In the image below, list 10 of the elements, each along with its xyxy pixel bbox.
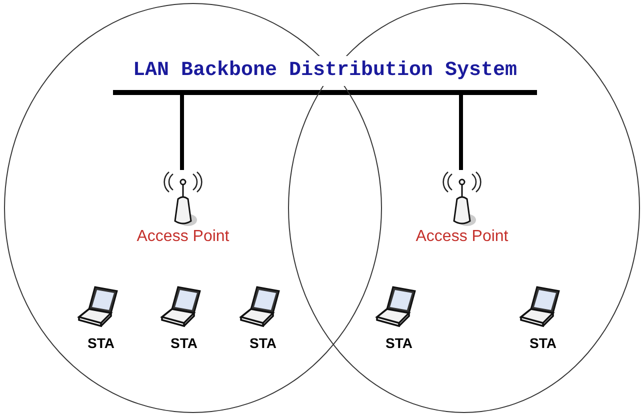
station-label: STA <box>530 335 556 352</box>
network-cable <box>459 95 463 170</box>
device-label: Access Point <box>136 227 230 247</box>
station-label: STA <box>170 335 198 352</box>
network-cable <box>180 95 184 170</box>
station-label: STA <box>250 335 276 352</box>
backbone-bar <box>113 90 537 95</box>
station-label: STA <box>88 335 114 352</box>
device-label: Access Point <box>416 227 508 247</box>
station-label: STA <box>386 335 412 352</box>
